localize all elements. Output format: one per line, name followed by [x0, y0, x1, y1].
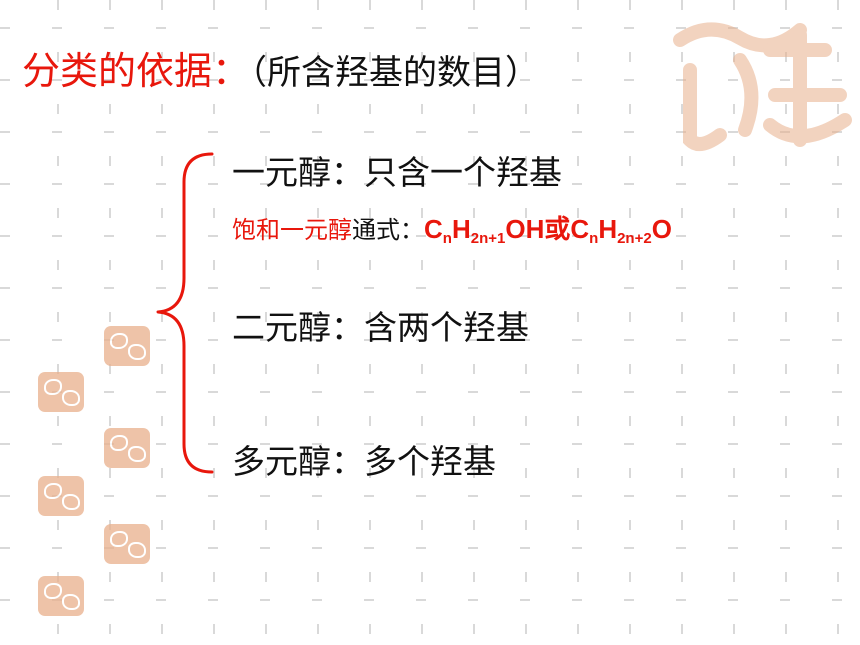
f2-h-sub: 2n+2	[617, 230, 652, 247]
title-note: （所含羟基的数目）	[250, 53, 540, 93]
f1-h: H	[451, 214, 471, 244]
f1-tail: OH	[505, 214, 545, 244]
item-name: 二元醇	[232, 308, 331, 347]
seal-stamp	[38, 576, 84, 616]
item-polyhydric: 多元醇：多个羟基	[232, 445, 496, 478]
brace-path	[156, 152, 214, 474]
item-name: 一元醇	[232, 153, 331, 192]
formula-2: CnH2n+2O	[570, 214, 672, 247]
f1-c: C	[424, 214, 443, 244]
item-colon: ：	[331, 308, 364, 347]
seal-stamp	[104, 326, 150, 366]
item-monohydric: 一元醇：只含一个羟基	[232, 156, 562, 189]
formula-or: 或	[544, 214, 571, 244]
item-desc: 多个羟基	[364, 442, 496, 481]
f1-h-sub: 2n+1	[470, 230, 506, 247]
title-main: 分类的依据	[22, 49, 213, 93]
seal-stamp-watermark	[673, 22, 852, 151]
seal-stamp	[38, 372, 84, 412]
f2-c-sub: n	[589, 230, 599, 247]
curly-brace	[156, 152, 214, 474]
item-colon: ：	[331, 153, 364, 192]
seal-stamp	[104, 524, 150, 564]
item-colon: ：	[331, 442, 364, 481]
general-formula: 饱和一元醇通式：CnH2n+1OH或CnH2n+2O	[232, 214, 672, 247]
item-desc: 含两个羟基	[364, 308, 529, 347]
formula-prefix-black: 通式：	[352, 216, 424, 244]
formula-1: CnH2n+1OH	[424, 214, 545, 247]
slide-title: 分类的依据：（所含羟基的数目）	[22, 52, 539, 90]
f2-c: C	[570, 214, 590, 244]
seal-stamp	[38, 476, 84, 516]
title-colon: ：	[212, 49, 251, 93]
f2-tail: O	[651, 214, 672, 244]
item-dihydric: 二元醇：含两个羟基	[232, 311, 529, 344]
item-name: 多元醇	[232, 442, 331, 481]
item-desc: 只含一个羟基	[364, 153, 562, 192]
formula-prefix-red: 饱和一元醇	[232, 216, 352, 244]
seal-stamp	[104, 428, 150, 468]
f1-c-sub: n	[442, 230, 452, 247]
f2-h: H	[598, 214, 618, 244]
